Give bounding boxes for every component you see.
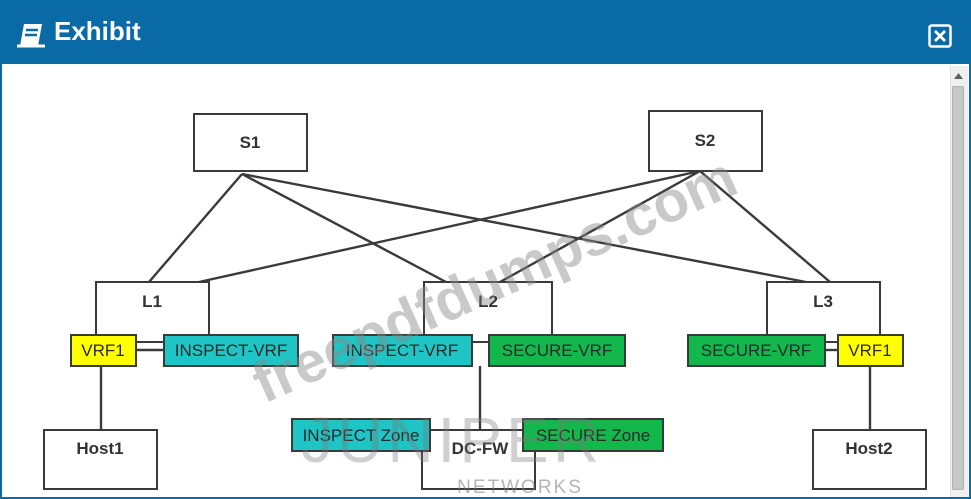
network-diagram: S1 S2 L1 L2 L3 VRF1 INSPECT-VRF INSPECT-… (43, 110, 927, 497)
host1 (43, 429, 158, 490)
l3-secure-vrf (687, 334, 826, 367)
switch-s1 (193, 113, 308, 172)
host1-label: Host1 (76, 439, 123, 458)
host2 (812, 429, 927, 490)
scrollbar-thumb[interactable] (952, 86, 964, 490)
link-s1-l3 (241, 172, 807, 284)
secure-zone (522, 418, 664, 452)
l2-inspect-vrf (332, 334, 473, 367)
link-s1-l2 (241, 172, 447, 284)
l3-vrf1-label: VRF1 (848, 341, 891, 360)
title-bar: Exhibit (2, 2, 969, 64)
switch-l1-label: L1 (142, 292, 162, 311)
l3-vrf1 (837, 334, 904, 367)
host2-label: Host2 (845, 439, 892, 458)
link-s2-l1 (198, 169, 701, 284)
inspect-zone-label: INSPECT Zone (303, 426, 420, 445)
brand-watermark: JUNIPER (301, 404, 603, 476)
exhibit-icon (17, 24, 45, 48)
l2-secure-vrf (488, 334, 626, 367)
l1-inspect-vrf-label: INSPECT-VRF (175, 341, 287, 360)
dc-firewall (421, 429, 536, 490)
link-s2-l2 (499, 169, 701, 284)
scroll-up-arrow-icon[interactable] (954, 72, 963, 80)
switch-l1 (95, 281, 210, 343)
links (99, 169, 872, 430)
switch-s2-label: S2 (695, 131, 716, 150)
l2-inspect-vrf-label: INSPECT-VRF (346, 341, 458, 360)
l3-secure-vrf-label: SECURE-VRF (701, 341, 812, 360)
secure-zone-label: SECURE Zone (536, 426, 650, 445)
switch-l3-label: L3 (813, 292, 833, 311)
link-s1-l1 (148, 173, 243, 283)
link-s2-l3 (699, 170, 831, 283)
l2-secure-vrf-label: SECURE-VRF (502, 341, 613, 360)
switch-s2 (648, 110, 763, 172)
switch-l3 (766, 281, 881, 343)
l1-vrf1-label: VRF1 (81, 341, 124, 360)
l1-vrf1 (70, 334, 137, 367)
close-icon[interactable] (928, 24, 952, 48)
window-title: Exhibit (54, 16, 141, 46)
switch-s1-label: S1 (240, 133, 261, 152)
brand-watermark-sub: NETWORKS (457, 477, 583, 497)
dc-firewall-label: DC-FW (452, 439, 510, 458)
site-watermark: freepdfdumps.com (243, 144, 746, 416)
l1-inspect-vrf (163, 334, 299, 367)
switch-l2-label: L2 (478, 292, 498, 311)
inspect-zone (291, 418, 431, 452)
